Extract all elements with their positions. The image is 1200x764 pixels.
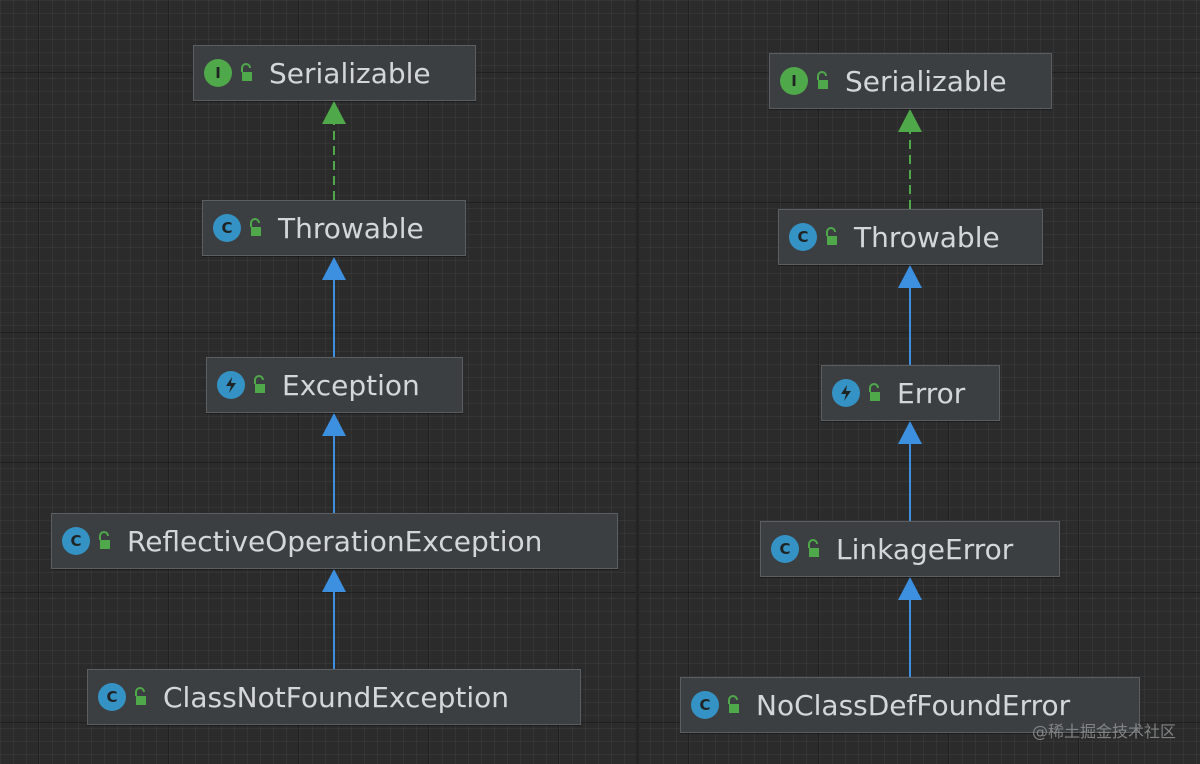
inheritance-arrowhead — [898, 265, 922, 288]
node-label: ReflectiveOperationException — [127, 524, 543, 558]
interface-i-icon: I — [780, 67, 808, 95]
unlocked-padlock-icon — [241, 63, 252, 81]
node-label: ClassNotFoundException — [163, 680, 510, 714]
node-exception[interactable]: Exception — [206, 357, 463, 413]
class-c-icon: C — [789, 223, 817, 251]
class-c-icon: C — [691, 691, 719, 719]
class-c-icon: C — [62, 527, 90, 555]
unlocked-padlock-icon — [250, 218, 261, 236]
unlocked-padlock-icon — [808, 539, 819, 557]
unlocked-padlock-icon — [728, 695, 739, 713]
realization-arrowhead — [898, 109, 922, 132]
node-linkage-error[interactable]: C LinkageError — [760, 521, 1060, 577]
class-c-icon: C — [771, 535, 799, 563]
unlocked-padlock-icon — [99, 531, 110, 549]
class-c-icon: C — [213, 214, 241, 242]
node-label: Throwable — [278, 211, 424, 245]
node-label: LinkageError — [836, 532, 1014, 566]
inheritance-arrowhead — [898, 577, 922, 600]
watermark: @稀土掘金技术社区 — [1031, 722, 1176, 741]
node-label: Error — [897, 376, 966, 410]
node-reflective-operation-exception[interactable]: C ReflectiveOperationException — [51, 513, 618, 569]
lightning-icon — [832, 379, 860, 407]
unlocked-padlock-icon — [826, 227, 837, 245]
unlocked-padlock-icon — [135, 687, 146, 705]
node-label: NoClassDefFoundError — [756, 688, 1071, 722]
node-label: Serializable — [269, 56, 431, 90]
unlocked-padlock-icon — [869, 383, 880, 401]
node-label: Serializable — [845, 64, 1007, 98]
inheritance-arrowhead — [322, 257, 346, 280]
unlocked-padlock-icon — [254, 375, 265, 393]
node-label: Exception — [282, 368, 420, 402]
node-serializable[interactable]: I Serializable — [193, 45, 476, 101]
node-serializable[interactable]: I Serializable — [769, 53, 1052, 109]
node-throwable[interactable]: C Throwable — [202, 200, 466, 256]
inheritance-arrowhead — [898, 421, 922, 444]
node-error[interactable]: Error — [821, 365, 1000, 421]
lightning-icon — [217, 371, 245, 399]
inheritance-arrowhead — [322, 413, 346, 436]
inheritance-arrowhead — [322, 569, 346, 592]
node-no-class-def-found-error[interactable]: C NoClassDefFoundError — [680, 677, 1140, 733]
interface-i-icon: I — [204, 59, 232, 87]
node-throwable[interactable]: C Throwable — [778, 209, 1043, 265]
node-label: Throwable — [854, 220, 1000, 254]
unlocked-padlock-icon — [817, 71, 828, 89]
diagram-divider — [636, 0, 639, 764]
class-c-icon: C — [98, 683, 126, 711]
realization-arrowhead — [322, 101, 346, 124]
node-class-not-found-exception[interactable]: C ClassNotFoundException — [87, 669, 581, 725]
